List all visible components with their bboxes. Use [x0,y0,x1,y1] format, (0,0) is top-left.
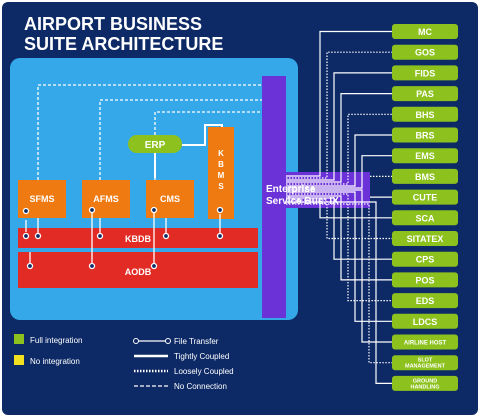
system-label: EMS [415,151,435,161]
system-box [392,334,458,350]
legend-no-integration: No integration [30,357,80,366]
system-connector [286,155,392,189]
system-connector [286,189,392,343]
system-box [392,272,458,288]
system-box [392,106,458,122]
system-connector [286,193,392,302]
system-label: AIRLINE HOST [404,341,447,347]
kbdb-bar [18,228,258,248]
legend-loosely-coupled: Loosely Coupled [174,367,234,376]
system-label: CPS [416,255,435,265]
legend-swatch-full [14,334,24,344]
legend: Full integration No integration File Tra… [14,334,234,391]
enterprise-service-bus [262,76,370,318]
system-label: BMS [415,172,435,182]
system-label: SITATEX [407,234,444,244]
cms-label: CMS [160,194,180,204]
erp-box [128,135,182,153]
system-box [392,189,458,205]
external-systems: MC GOS FIDS PAS BHS BRS EMS BMS CUTE SCA SITATEX CP… [392,24,458,391]
legend-no-connection: No Connection [174,382,227,391]
system-connector [286,191,392,322]
system-box [392,210,458,226]
system-box [392,127,458,143]
system-box [392,251,458,267]
legend-tightly-coupled: Tightly Coupled [174,352,229,361]
sfms-label: SFMS [29,194,54,204]
system-connector [286,134,392,187]
system-box [392,168,458,184]
system-box [392,293,458,309]
system-box [392,355,458,371]
system-box [392,231,458,246]
system-label: MC [418,27,432,37]
system-connector [286,203,392,364]
system-connector [286,199,392,240]
system-label: GOS [415,48,435,58]
system-label: EDS [416,296,435,306]
system-connector [286,197,392,260]
system-label: BHS [415,110,434,120]
system-label: FIDS [415,68,436,78]
system-label: SCA [415,213,435,223]
system-box [392,65,458,81]
system-label: BRS [415,131,434,141]
system-box [392,86,458,102]
aodb-bar [18,252,258,288]
system-box [392,44,458,60]
system-connector [286,51,392,179]
legend-swatch-none [14,355,24,365]
system-box [392,313,458,329]
tight-coupling-lines [154,124,223,178]
bus-connector-lines [286,30,392,384]
kbms-box [208,127,234,219]
aodb-label: AODB [125,267,152,277]
system-label: POS [415,275,434,285]
system-connector [286,93,392,183]
legend-full-integration: Full integration [30,336,82,345]
system-connector [286,201,392,384]
legend-file-transfer: File Transfer [174,337,219,346]
system-connector [286,113,392,185]
title-line-2: SUITE ARCHITECTURE [24,34,223,54]
system-box [392,24,458,39]
erp-label: ERP [145,140,166,151]
system-connector [286,30,392,177]
system-label: LDCS [413,317,438,327]
title-line-1: AIRPORT BUSINESS [24,14,202,34]
system-connector [286,195,392,281]
system-box [392,148,458,164]
afms-label: AFMS [93,194,119,204]
system-label: PAS [416,89,434,99]
kbdb-label: KBDB [125,234,151,244]
system-label: CUTE [413,193,438,203]
system-box [392,375,458,391]
system-connector [286,72,392,181]
file-transfer-connectors [22,206,224,270]
